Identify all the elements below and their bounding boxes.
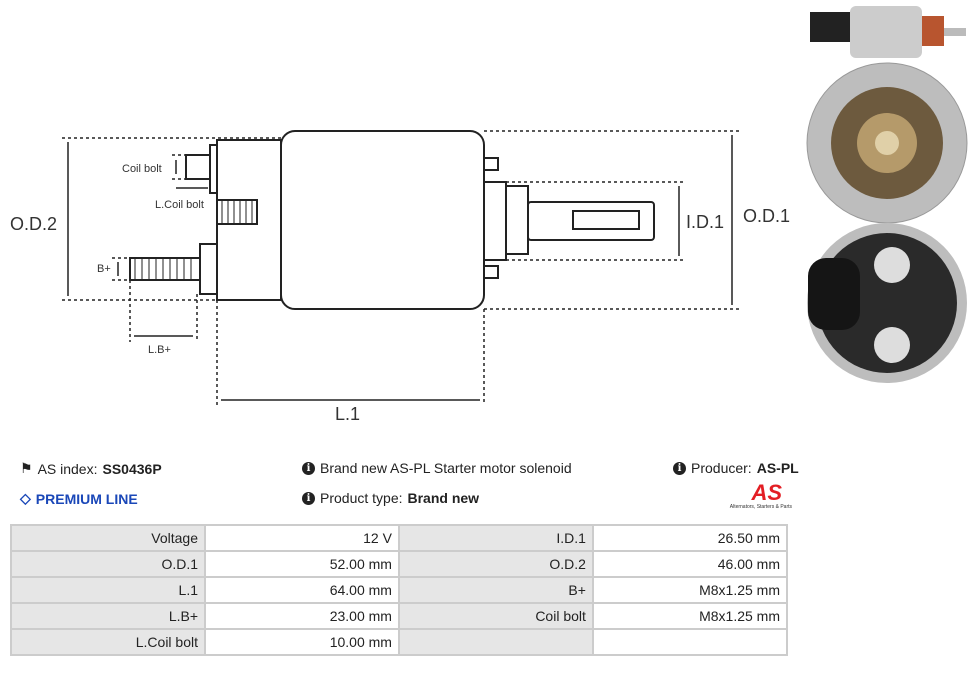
l-coil-bolt-label: L.Coil bolt [155,199,204,211]
od1-label: O.D.1 [743,206,790,226]
producer-value: AS-PL [756,460,799,476]
as-index: ⚑ AS index: SS0436P [20,460,162,477]
photo-front [806,62,968,224]
info-icon: i [673,461,686,475]
spec-value: 64.00 mm [204,576,400,604]
description: i Brand new AS-PL Starter motor solenoid [302,460,572,476]
spec-value [591,628,789,656]
spec-value: 10.00 mm [204,628,400,656]
l-b-plus-label: L.B+ [148,344,171,356]
coil-bolt-label: Coil bolt [122,163,162,175]
b-plus-bolt [129,257,201,281]
spec-value: 26.50 mm [591,524,789,552]
premium-line-link[interactable]: ◇ PREMIUM LINE [20,490,138,507]
product-photos [806,6,968,383]
spec-key: Coil bolt [397,602,594,630]
info-icon: i [302,491,315,505]
spec-value: M8x1.25 mm [591,602,789,630]
spec-key: I.D.1 [397,524,594,552]
cap [216,139,282,301]
coil-bolt [185,154,211,180]
id1-label: I.D.1 [686,212,724,232]
spec-key: L.B+ [9,602,207,630]
as-pl-logo: AS Alternators, Starters & Parts [729,480,792,511]
spec-key: O.D.2 [397,550,594,578]
spec-key: L.Coil bolt [9,628,207,656]
product-type-label: Product type: [320,490,403,506]
spec-key [397,628,594,656]
as-index-value: SS0436P [102,460,162,477]
plunger [527,201,655,241]
b-plus-label: B+ [97,263,111,275]
spec-key: L.1 [9,576,207,604]
spec-value: 46.00 mm [591,550,789,578]
photo-side [810,6,966,58]
tag-icon: ⚑ [20,460,33,476]
photo-back [807,223,967,383]
spec-key: O.D.1 [9,550,207,578]
producer-label: Producer: [691,460,752,476]
producer: i Producer: AS-PL [673,460,799,476]
spec-value: M8x1.25 mm [591,576,789,604]
product-type-value: Brand new [407,490,480,506]
spec-key: B+ [397,576,594,604]
technical-drawing: O.D.2 O.D.1 I.D.1 L.1 Coil bolt L.Coil b… [10,130,790,424]
premium-label: PREMIUM LINE [35,490,138,507]
diamond-icon: ◇ [20,490,31,506]
spec-value: 52.00 mm [204,550,400,578]
spec-value: 12 V [204,524,400,552]
od2-label: O.D.2 [10,214,57,234]
as-index-label: AS index: [37,460,98,477]
l1-label: L.1 [335,404,360,424]
description-text: Brand new AS-PL Starter motor solenoid [320,460,572,476]
spec-value: 23.00 mm [204,602,400,630]
solenoid-body [280,130,485,310]
product-type: i Product type: Brand new [302,490,479,506]
info-icon: i [302,461,315,475]
spec-key: Voltage [9,524,207,552]
